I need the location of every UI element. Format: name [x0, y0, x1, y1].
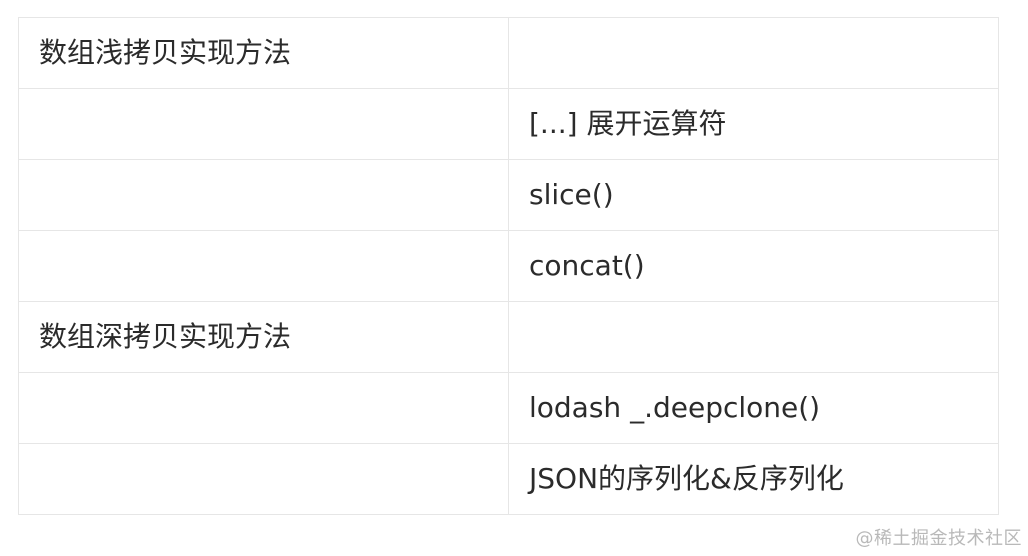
table-cell-method: concat()	[508, 230, 999, 302]
table-cell-method: lodash _.deepclone()	[508, 372, 999, 444]
table-row: concat()	[18, 230, 999, 302]
content-table-container: 数组浅拷贝实现方法 [...] 展开运算符 slice() concat() 数…	[18, 17, 999, 515]
table-row: 数组深拷贝实现方法	[18, 301, 999, 373]
watermark: @稀土掘金技术社区	[855, 528, 1022, 549]
table-cell-method: JSON的序列化&反序列化	[508, 443, 999, 515]
table-cell-category	[18, 230, 509, 302]
table-cell-category	[18, 372, 509, 444]
table-cell-category	[18, 159, 509, 231]
table-cell-method: slice()	[508, 159, 999, 231]
table-cell-method	[508, 301, 999, 373]
table-row: [...] 展开运算符	[18, 88, 999, 160]
table-cell-category	[18, 443, 509, 515]
table-cell-category: 数组浅拷贝实现方法	[18, 17, 509, 89]
table-row: 数组浅拷贝实现方法	[18, 17, 999, 89]
table-cell-method: [...] 展开运算符	[508, 88, 999, 160]
table-cell-method	[508, 17, 999, 89]
copy-methods-table: 数组浅拷贝实现方法 [...] 展开运算符 slice() concat() 数…	[18, 17, 999, 515]
table-cell-category	[18, 88, 509, 160]
table-row: JSON的序列化&反序列化	[18, 443, 999, 515]
table-cell-category: 数组深拷贝实现方法	[18, 301, 509, 373]
table-row: lodash _.deepclone()	[18, 372, 999, 444]
table-row: slice()	[18, 159, 999, 231]
